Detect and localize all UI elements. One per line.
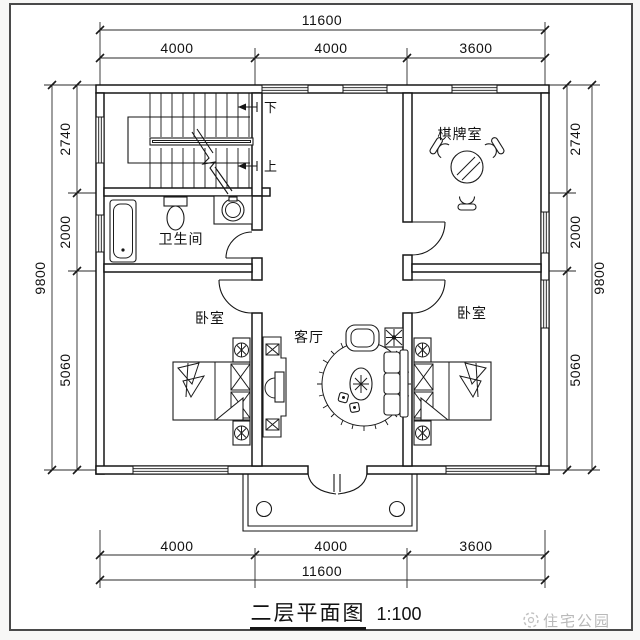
dim-top-seg-3: 3600 <box>459 40 492 56</box>
balcony <box>242 474 418 532</box>
bathtub <box>109 199 137 263</box>
bedroom-left-label: 卧室 <box>195 310 225 326</box>
dim-bottom-seg-3: 3600 <box>459 538 492 554</box>
chess-room-door <box>411 221 446 256</box>
bedroom-left-furniture <box>172 337 251 446</box>
dimension-chain-left: 2740 2000 5060 9800 <box>32 80 96 475</box>
bathroom-label: 卫生间 <box>159 231 204 247</box>
chess-room-furniture <box>429 137 505 211</box>
window <box>451 84 498 94</box>
dim-right-seg-2: 2000 <box>567 215 583 248</box>
stair-railing <box>149 137 254 146</box>
chair <box>484 137 505 159</box>
toilet <box>163 196 188 231</box>
window <box>540 211 550 254</box>
bathroom-door <box>225 231 253 259</box>
coffee-table <box>349 367 373 401</box>
dim-right-seg-3: 5060 <box>567 353 583 386</box>
dimension-chain-right: 2740 2000 5060 9800 <box>549 80 607 475</box>
room-labels: 棋牌室 卫生间 客厅 卧室 卧室 <box>159 126 487 345</box>
tv <box>264 371 285 403</box>
title-underline <box>250 627 366 630</box>
watermark: 住宅公园 <box>523 612 611 630</box>
dim-right-seg-1: 2740 <box>567 122 583 155</box>
dimension-chain-top: 11600 4000 4000 3600 <box>95 12 550 85</box>
dim-top-seg-2: 4000 <box>314 40 347 56</box>
stair-up-label: 上 <box>264 159 277 174</box>
window <box>95 214 105 253</box>
chess-room-label: 棋牌室 <box>438 126 483 142</box>
doors <box>218 221 446 495</box>
balcony-column <box>255 500 273 518</box>
chair <box>457 196 477 211</box>
window <box>445 465 537 475</box>
nightstand <box>413 420 432 446</box>
tv-cabinet <box>262 336 287 438</box>
bed <box>172 361 251 421</box>
stair-down-label: 下 <box>264 100 277 115</box>
dim-top-total: 11600 <box>302 12 342 28</box>
watermark-brand: 住宅公园 <box>543 613 611 630</box>
bathroom-fixtures <box>109 195 253 263</box>
plan-scale: 1:100 <box>376 604 421 624</box>
stair-down-arrow <box>238 102 258 112</box>
bedroom-right-furniture <box>413 337 492 446</box>
dim-left-seg-3: 5060 <box>57 353 73 386</box>
dimension-chain-bottom: 4000 4000 3600 11600 <box>95 530 550 588</box>
nightstand <box>232 420 251 446</box>
dim-bottom-seg-2: 4000 <box>314 538 347 554</box>
cup <box>349 401 361 413</box>
balcony-column <box>388 500 406 518</box>
chair <box>429 137 450 159</box>
plan-title: 二层平面图 <box>251 602 366 625</box>
nightstand <box>232 337 251 363</box>
staircase: 下 上 <box>127 93 277 195</box>
dim-left-total: 9800 <box>32 261 48 294</box>
sofa <box>383 349 409 418</box>
window <box>132 465 229 475</box>
dim-left-seg-2: 2000 <box>57 215 73 248</box>
living-room-furniture <box>262 324 411 438</box>
title-block: 二层平面图 1:100 <box>250 602 422 630</box>
bedroom-left-door <box>218 279 253 314</box>
balcony-double-door <box>307 473 368 495</box>
living-room-label: 客厅 <box>294 329 324 345</box>
bed <box>413 361 492 421</box>
dim-top-seg-1: 4000 <box>160 40 193 56</box>
nightstand <box>413 337 432 363</box>
armchair <box>345 324 380 352</box>
window <box>95 116 105 164</box>
window <box>342 84 388 94</box>
washbasin <box>213 195 253 225</box>
cup <box>337 392 349 404</box>
window <box>261 84 309 94</box>
bedroom-right-door <box>411 279 446 314</box>
sun-logo-icon <box>523 612 539 628</box>
window <box>540 279 550 329</box>
windows <box>95 84 550 475</box>
dim-right-total: 9800 <box>591 261 607 294</box>
dim-bottom-seg-1: 4000 <box>160 538 193 554</box>
dim-bottom-total: 11600 <box>302 563 342 579</box>
dim-left-seg-1: 2740 <box>57 122 73 155</box>
bedroom-right-label: 卧室 <box>457 305 487 321</box>
game-table <box>450 150 484 184</box>
stair-up-arrow <box>238 161 258 171</box>
potted-plant <box>384 327 404 348</box>
